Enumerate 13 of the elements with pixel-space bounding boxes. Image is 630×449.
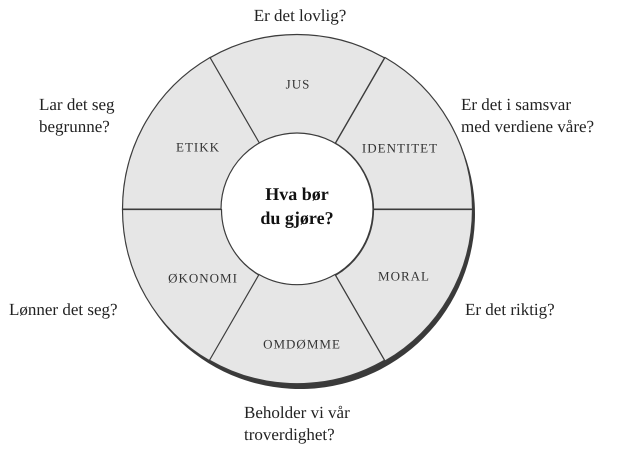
segment-label: JUS: [286, 76, 310, 92]
question-text: Lar det seg begrunne?: [39, 94, 116, 138]
question-text: Er det i samsvar med verdiene våre?: [461, 94, 596, 138]
question-text: Er det riktig?: [465, 299, 555, 321]
center-question: Hva bør du gjøre?: [259, 183, 335, 230]
segment-label: ØKONOMI: [168, 270, 238, 286]
segment-label: IDENTITET: [362, 140, 438, 156]
question-text: Beholder vi vår troverdighet?: [244, 402, 351, 446]
question-text: Er det lovlig?: [254, 5, 346, 27]
segment-label: MORAL: [378, 268, 430, 284]
question-text: Lønner det seg?: [9, 299, 118, 321]
segment-label: OMDØMME: [263, 336, 341, 352]
segment-label: ETIKK: [176, 139, 220, 154]
